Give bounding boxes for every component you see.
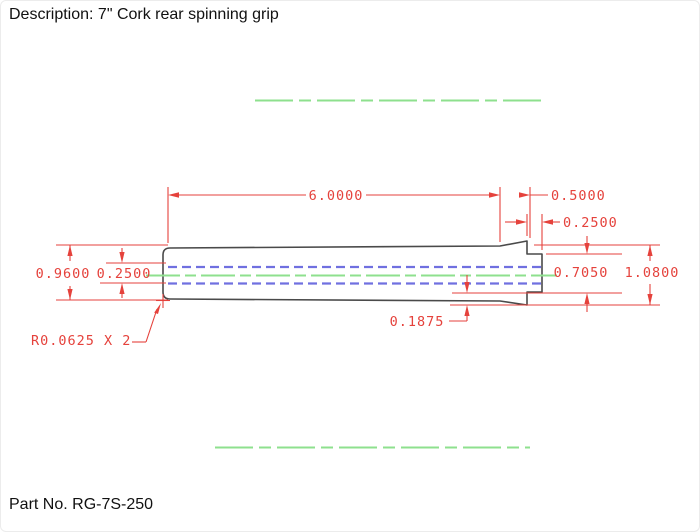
dim-body-length: 6.0000	[167, 187, 501, 243]
hidden-bore-lines	[168, 265, 541, 285]
dim-tenon-length-text: 0.2500	[563, 215, 618, 231]
dim-corner-radius: R0.0625 X 2	[31, 294, 170, 349]
dim-taper-length-text: 0.5000	[551, 188, 606, 204]
dim-corner-radius-text: R0.0625 X 2	[31, 333, 131, 349]
description-text: Description: 7" Cork rear spinning grip	[9, 6, 279, 23]
part-number-text: Part No. RG-7S-250	[9, 496, 154, 513]
dim-tenon-diameter: 0.7050	[452, 236, 622, 312]
dim-max-diameter: 1.0800	[450, 244, 680, 306]
auxiliary-centerlines	[215, 99, 545, 449]
dim-shoulder-step: 0.1875	[390, 275, 470, 330]
dim-body-diameter-text: 0.9600	[36, 266, 91, 282]
dim-shoulder-step-text: 0.1875	[390, 314, 445, 330]
dim-bore-diameter: 0.2500	[97, 248, 166, 298]
part-outline	[162, 240, 543, 306]
dim-max-diameter-text: 1.0800	[625, 265, 680, 281]
dim-tenon-diameter-text: 0.7050	[554, 265, 609, 281]
dim-taper-length: 0.5000	[519, 187, 606, 238]
dim-body-diameter: 0.9600	[36, 244, 168, 301]
dim-body-length-text: 6.0000	[309, 188, 364, 204]
dim-bore-diameter-text: 0.2500	[97, 266, 152, 282]
dim-tenon-length: 0.2500	[505, 214, 618, 250]
